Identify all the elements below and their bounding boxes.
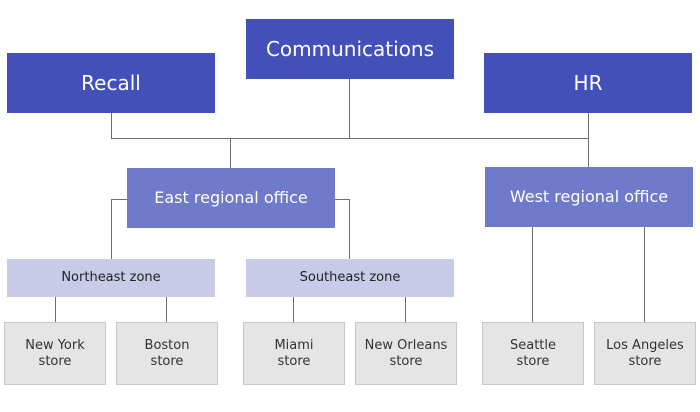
- connector-recall-down: [111, 112, 112, 138]
- boston-store-label: Boston store: [144, 337, 190, 369]
- connector-east-right: [334, 199, 350, 200]
- connector-to-new-york: [55, 297, 56, 323]
- connector-to-east-office: [230, 138, 231, 168]
- communications-box: Communications: [246, 19, 454, 79]
- miami-store-box: Miami store: [243, 322, 345, 385]
- new-york-store-box: New York store: [4, 322, 106, 385]
- northeast-zone-box: Northeast zone: [7, 259, 215, 297]
- west-regional-office-label: West regional office: [509, 187, 669, 207]
- new-york-store-label: New York store: [25, 337, 85, 369]
- boston-store-box: Boston store: [116, 322, 218, 385]
- new-orleans-store-label: New Orleans store: [364, 337, 448, 369]
- connector-to-los-angeles: [644, 227, 645, 323]
- connector-to-southeast-zone: [349, 199, 350, 259]
- new-orleans-store-box: New Orleans store: [355, 322, 457, 385]
- west-regional-office-box: West regional office: [485, 167, 693, 227]
- recall-label: Recall: [81, 71, 141, 95]
- los-angeles-store-box: Los Angeles store: [594, 322, 696, 385]
- southeast-zone-label: Southeast zone: [299, 270, 401, 286]
- miami-store-label: Miami store: [274, 337, 314, 369]
- connector-to-miami: [293, 297, 294, 323]
- connector-to-seattle: [532, 227, 533, 323]
- seattle-store-label: Seattle store: [509, 337, 557, 369]
- hr-label: HR: [573, 71, 603, 95]
- connector-east-left: [111, 199, 127, 200]
- recall-box: Recall: [7, 53, 215, 113]
- connector-communications-down: [349, 78, 350, 138]
- east-regional-office-box: East regional office: [127, 168, 335, 228]
- east-regional-office-label: East regional office: [154, 188, 308, 208]
- connector-to-boston: [166, 297, 167, 323]
- connector-top-bus: [111, 138, 589, 139]
- hr-box: HR: [484, 53, 692, 113]
- northeast-zone-label: Northeast zone: [61, 270, 161, 286]
- connector-to-northeast-zone: [111, 199, 112, 259]
- los-angeles-store-label: Los Angeles store: [606, 337, 684, 369]
- communications-label: Communications: [265, 37, 435, 61]
- southeast-zone-box: Southeast zone: [246, 259, 454, 297]
- connector-to-new-orleans: [405, 297, 406, 323]
- connector-hr-down: [588, 112, 589, 167]
- seattle-store-box: Seattle store: [482, 322, 584, 385]
